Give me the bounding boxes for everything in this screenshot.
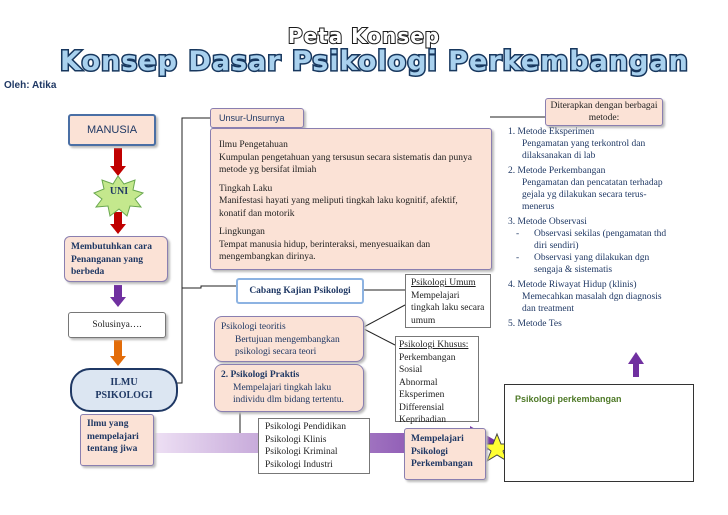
page-title: Konsep Dasar Psikologi Perkembangan bbox=[59, 45, 690, 79]
unsur-item-3-desc: Tempat manusia hidup, berinteraksi, meny… bbox=[219, 239, 431, 263]
method-1: 1. Metode Eksperimen Pengamatan yang ter… bbox=[502, 126, 674, 162]
method-1-desc: Pengamatan yang terkontrol dan dilaksana… bbox=[522, 139, 646, 161]
method-2: 2. Metode Perkembangan Pengamatan dan pe… bbox=[502, 165, 674, 213]
mempelajari-node: Mempelajari Psikologi Perkembangan bbox=[404, 428, 486, 480]
arrow-solution-ilmu bbox=[110, 340, 126, 366]
line-teoritis-khusus bbox=[361, 327, 396, 346]
method-3-title: 3. Metode Observasi bbox=[508, 217, 587, 227]
unsur-body: Ilmu Pengetahuan Kumpulan pengetahuan ya… bbox=[210, 128, 492, 270]
method-5-title: 5. Metode Tes bbox=[508, 319, 562, 329]
unsur-item-1-title: Ilmu Pengetahuan bbox=[219, 140, 288, 150]
praktis-node: 2. Psikologi Praktis Mempelajari tingkah… bbox=[214, 364, 364, 412]
method-3-b-text: Observasi yang dilakukan dgn sengaja & s… bbox=[534, 253, 650, 275]
needs-node: Membutuhkan cara Penanganan yang berbeda bbox=[64, 236, 168, 282]
arrow-needs-solution bbox=[110, 285, 126, 307]
method-3: 3. Metode Observasi - Observasi sekilas (… bbox=[502, 216, 674, 276]
teoritis-desc: Bertujuan mengembangkan psikologi secara… bbox=[235, 334, 340, 358]
method-4: 4. Metode Riwayat Hidup (klinis) Memecah… bbox=[502, 279, 674, 315]
dash-mark: - bbox=[516, 253, 520, 263]
cabang-header: Cabang Kajian Psikologi bbox=[236, 278, 364, 304]
umum-title: Psikologi Umum bbox=[411, 278, 476, 288]
method-3-b: - Observasi yang dilakukan dgn sengaja & … bbox=[508, 252, 674, 276]
unsur-label: Unsur-Unsurnya bbox=[219, 113, 285, 123]
cabang-label: Cabang Kajian Psikologi bbox=[249, 286, 351, 296]
line-teoritis-umum bbox=[361, 304, 406, 329]
praktis-list: Psikologi Pendidikan Psikologi Klinis Ps… bbox=[258, 418, 370, 474]
method-3-a: - Observasi sekilas (pengamatan thd diri … bbox=[508, 228, 674, 252]
up-arrow-head bbox=[628, 352, 644, 364]
praktis-title: 2. Psikologi Praktis bbox=[221, 370, 300, 380]
unsur-item-1-desc: Kumpulan pengetahuan yang tersusun secar… bbox=[219, 152, 472, 176]
ilmu-psikologi-node: ILMU PSIKOLOGI bbox=[70, 368, 178, 412]
khusus-title: Psikologi Khusus: bbox=[399, 340, 469, 350]
definition-label: Ilmu yang mempelajari tentang jiwa bbox=[87, 419, 139, 454]
khusus-node: Psikologi Khusus: Perkembangan Sosial Ab… bbox=[395, 336, 479, 425]
unsur-item-3-title: Lingkungan bbox=[219, 227, 265, 237]
uni-starburst bbox=[92, 175, 145, 217]
khusus-item-5: Differensial bbox=[399, 402, 445, 413]
method-2-title: 2. Metode Perkembangan bbox=[508, 166, 606, 176]
method-1-title: 1. Metode Eksperimen bbox=[508, 127, 595, 137]
method-2-desc: Pengamatan dan pencatatan terhadap gejal… bbox=[522, 178, 663, 212]
unsur-item-3: Lingkungan Tempat manusia hidup, berinte… bbox=[211, 220, 491, 264]
solution-node: Solusinya…. bbox=[68, 312, 166, 338]
khusus-item-3: Abnormal bbox=[399, 377, 438, 388]
khusus-item-4: Eksperimen bbox=[399, 390, 445, 400]
unsur-item-2-desc: Manifestasi hayati yang meliputi tingkah… bbox=[219, 196, 458, 219]
arrow-uni-needs bbox=[110, 212, 126, 234]
line-ilmu-cabang bbox=[182, 285, 236, 289]
umum-node: Psikologi Umum Mempelajari tingkah laku … bbox=[405, 274, 491, 328]
umum-desc: Mempelajari tingkah laku secara umum bbox=[411, 290, 485, 326]
unsur-item-1: Ilmu Pengetahuan Kumpulan pengetahuan ya… bbox=[211, 129, 491, 177]
dash-mark: - bbox=[516, 229, 520, 239]
metode-list: 1. Metode Eksperimen Pengamatan yang ter… bbox=[502, 126, 674, 356]
definition-node: Ilmu yang mempelajari tentang jiwa bbox=[80, 414, 154, 466]
arrow-manusia-uni bbox=[110, 148, 126, 176]
metode-label: Diterapkan dengan berbagai metode: bbox=[550, 101, 658, 123]
praktis-item-1: Psikologi Pendidikan bbox=[265, 422, 347, 432]
metode-header: Diterapkan dengan berbagai metode: bbox=[545, 98, 663, 126]
praktis-item-2: Psikologi Klinis bbox=[265, 434, 327, 445]
teoritis-node: Psikologi teoritis Bertujuan mengembangk… bbox=[214, 316, 364, 362]
method-5: 5. Metode Tes bbox=[502, 318, 674, 330]
unsur-item-2: Tingkah Laku Manifestasi hayati yang mel… bbox=[211, 177, 491, 221]
method-4-desc: Memecahkan masalah dgn diagnosis dan tre… bbox=[522, 292, 662, 314]
teoritis-title: Psikologi teoritis bbox=[221, 322, 286, 332]
manusia-node: MANUSIA bbox=[68, 114, 156, 146]
solution-label: Solusinya…. bbox=[92, 320, 142, 330]
praktis-desc: Mempelajari tingkah laku individu dlm bi… bbox=[233, 382, 344, 406]
needs-label: Membutuhkan cara Penanganan yang berbeda bbox=[71, 242, 153, 277]
uni-label: UNI bbox=[109, 186, 129, 197]
mempelajari-label: Mempelajari Psikologi Perkembangan bbox=[411, 434, 473, 469]
unsur-item-2-title: Tingkah Laku bbox=[219, 183, 273, 194]
unsur-header: Unsur-Unsurnya bbox=[210, 108, 304, 128]
manusia-label: MANUSIA bbox=[86, 124, 138, 136]
up-arrow-stem bbox=[633, 361, 639, 377]
author-label: Oleh: Atika bbox=[4, 80, 57, 91]
method-3-a-text: Observasi sekilas (pengamatan thd diri s… bbox=[534, 229, 667, 251]
ilmu-psikologi-label: ILMU PSIKOLOGI bbox=[95, 377, 153, 401]
perkembangan-node: Psikologi perkembangan bbox=[504, 384, 694, 482]
praktis-item-3: Psikologi Kriminal bbox=[265, 447, 338, 457]
praktis-item-4: Psikologi Industri bbox=[265, 459, 333, 470]
map-kicker: Peta Konsep bbox=[287, 23, 441, 49]
line-ilmu-unsur bbox=[174, 117, 210, 384]
perkembangan-label: Psikologi perkembangan bbox=[515, 394, 622, 404]
khusus-item-1: Perkembangan bbox=[399, 352, 456, 363]
khusus-item-6: Kepribadian bbox=[399, 415, 446, 425]
khusus-item-2: Sosial bbox=[399, 365, 423, 375]
method-4-title: 4. Metode Riwayat Hidup (klinis) bbox=[508, 280, 637, 290]
